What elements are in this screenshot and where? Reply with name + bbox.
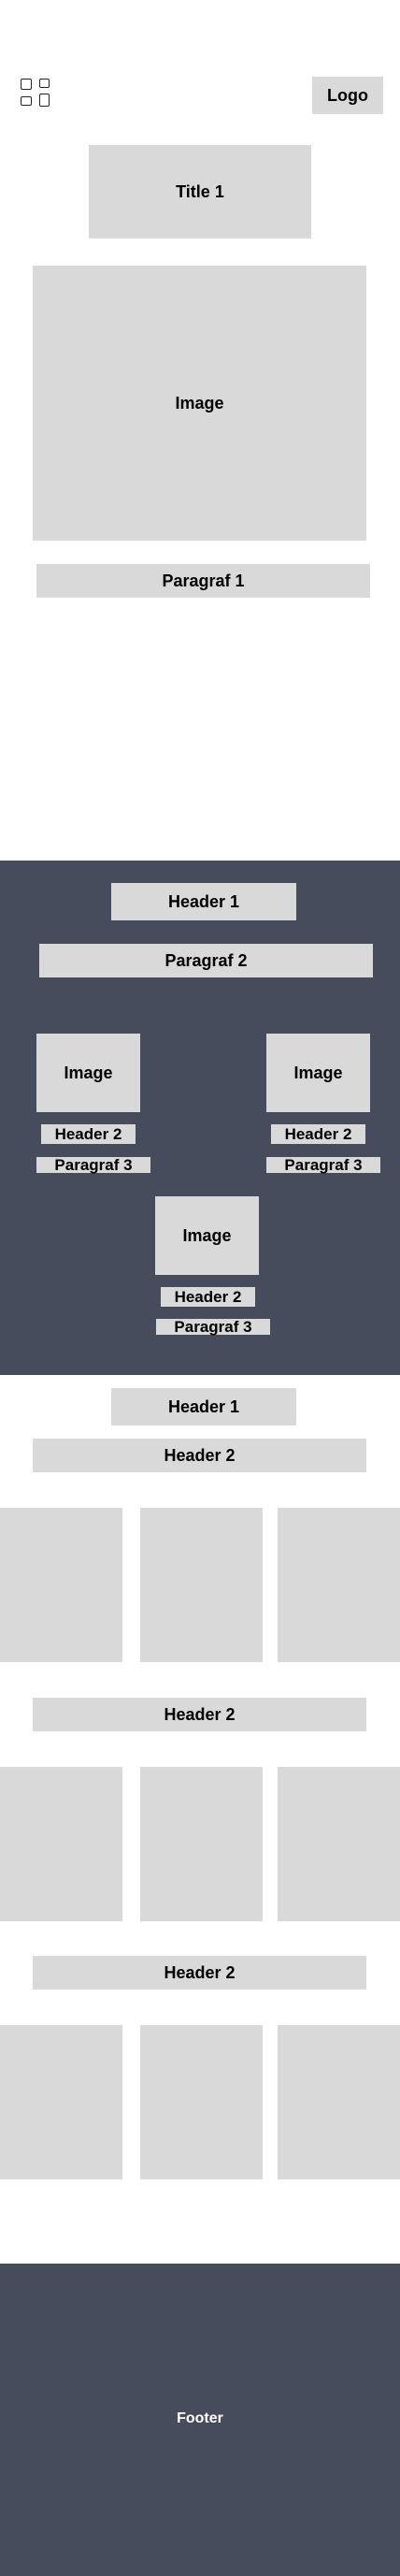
gallery-group-header: Header 2 [33,1956,366,1990]
footer-label: Footer [177,2410,223,2426]
card-header-text: Header 2 [54,1124,122,1143]
gallery-image [0,1508,122,1662]
card-image: Image [266,1034,370,1112]
grid-cell-icon [39,79,50,88]
hero-image: Image [33,266,366,541]
gallery-group-header-text: Header 2 [164,1445,236,1465]
card-paragraph: Paragraf 3 [156,1317,270,1336]
hero-title: Title 1 [89,145,311,239]
hero-image-label: Image [175,393,224,412]
hero-paragraph-text: Paragraf 1 [162,571,245,590]
gallery-image [278,1508,400,1662]
card-paragraph-text: Paragraf 3 [54,1155,133,1174]
gallery-header: Header 1 [111,1388,296,1425]
gallery-group-header-text: Header 2 [164,1704,236,1724]
card-paragraph: Paragraf 3 [266,1155,380,1174]
hero-title-text: Title 1 [176,181,224,201]
card-image: Image [155,1196,259,1275]
grid-cell-icon [39,94,50,107]
card-header: Header 2 [271,1124,365,1144]
gallery-group-header-text: Header 2 [164,1962,236,1982]
card-paragraph: Paragraf 3 [36,1155,150,1174]
card-header: Header 2 [41,1124,136,1144]
grid-cell-icon [21,96,32,106]
gallery-image [278,1767,400,1921]
gallery-image [140,1767,263,1921]
features-header: Header 1 [111,883,296,920]
card-image-label: Image [64,1063,113,1082]
gallery-image [0,2025,122,2179]
logo[interactable]: Logo [312,77,383,114]
gallery-group-header: Header 2 [33,1698,366,1731]
gallery-image [140,1508,263,1662]
grid-cell-icon [21,79,32,90]
card-paragraph-text: Paragraf 3 [174,1317,252,1336]
gallery-header-text: Header 1 [167,1397,240,1416]
card-image-label: Image [182,1225,232,1245]
grid-menu-icon[interactable] [21,79,52,109]
hero-paragraph: Paragraf 1 [36,564,370,598]
card-header: Header 2 [161,1287,255,1307]
card-header-text: Header 2 [174,1287,242,1306]
gallery-group-header: Header 2 [33,1439,366,1472]
card-image: Image [36,1034,140,1112]
card-paragraph-text: Paragraf 3 [284,1155,363,1174]
gallery-image [0,1767,122,1921]
features-paragraph: Paragraf 2 [39,944,373,977]
gallery-image [278,2025,400,2179]
gallery-image [140,2025,263,2179]
card-header-text: Header 2 [284,1124,352,1143]
card-image-label: Image [293,1063,343,1082]
logo-label: Logo [327,85,368,105]
footer [0,2264,400,2576]
features-header-text: Header 1 [167,891,240,911]
features-paragraph-text: Paragraf 2 [164,950,248,970]
